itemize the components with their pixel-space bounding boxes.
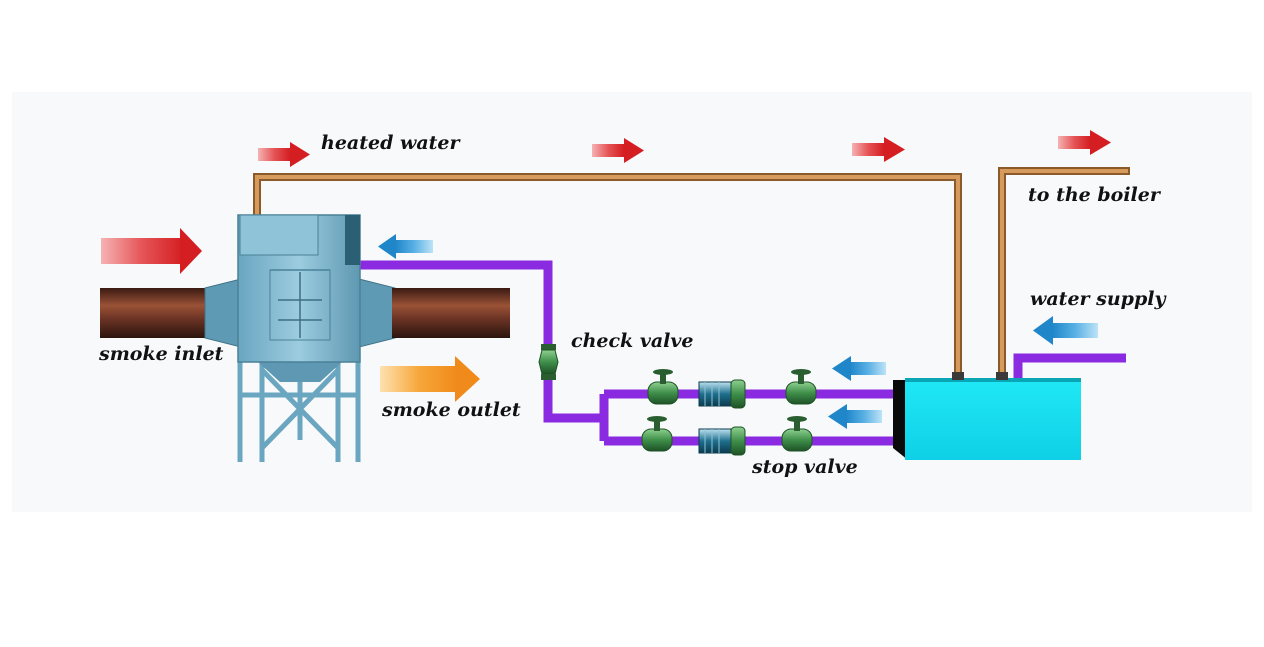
- smoke-outlet-duct: [354, 277, 510, 349]
- water-supply-arrow-icon: [1033, 316, 1098, 345]
- stop-valve-icon: [647, 369, 679, 405]
- stop-valve-label: stop valve: [752, 456, 858, 478]
- water-supply-label: water supply: [1030, 288, 1166, 310]
- loop-flow-arrow-icon: [832, 356, 886, 381]
- heat-exchanger: [237, 214, 361, 462]
- loop-flow-arrow-icon: [828, 404, 882, 429]
- water-tank: [893, 372, 1081, 460]
- return-water-arrow-icon: [378, 234, 433, 259]
- stop-valve-icon: [785, 369, 817, 405]
- stop-valve-icon: [641, 416, 673, 452]
- heated-water-label: heated water: [321, 132, 460, 154]
- pump-icon: [698, 379, 746, 409]
- heated-water-arrow-icon: [258, 142, 310, 167]
- hot-water-pipe: [253, 167, 1130, 386]
- smoke-inlet-arrow-icon: [101, 228, 202, 274]
- pump-icon: [698, 426, 746, 456]
- heated-water-arrow-icon: [592, 138, 644, 163]
- to-the-boiler-label: to the boiler: [1028, 184, 1160, 206]
- check-valve-label: check valve: [571, 330, 694, 352]
- smoke-outlet-label: smoke outlet: [382, 399, 521, 421]
- check-valve-icon: [538, 344, 559, 380]
- support-stand: [237, 360, 361, 462]
- smoke-inlet-label: smoke inlet: [99, 343, 224, 365]
- smoke-outlet-arrow-icon: [380, 356, 480, 402]
- smoke-inlet-duct: [100, 277, 246, 349]
- heated-water-arrow-icon: [1058, 130, 1111, 155]
- heated-water-arrow-icon: [852, 137, 905, 162]
- stop-valve-icon: [781, 416, 813, 452]
